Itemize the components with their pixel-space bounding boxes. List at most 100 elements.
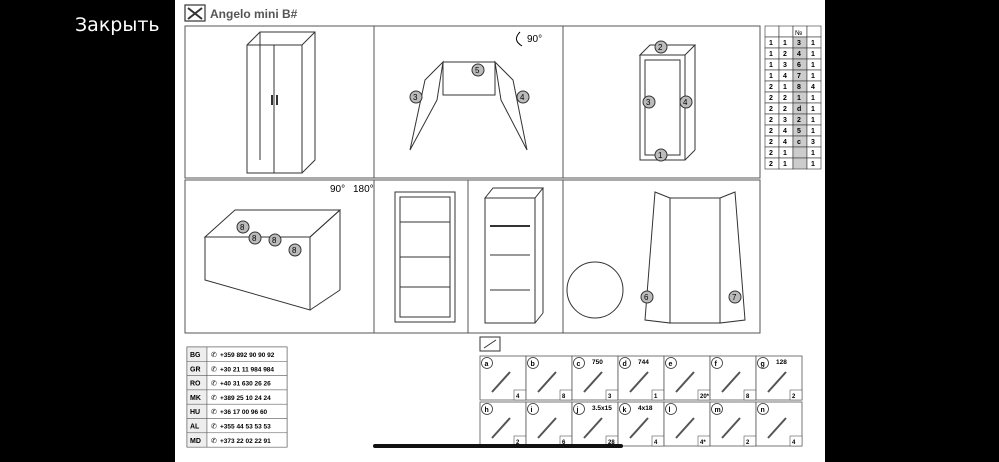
hardware-icon: [491, 417, 511, 439]
hardware-icon: [537, 417, 557, 439]
svg-text:4: 4: [520, 93, 525, 102]
svg-text:6: 6: [644, 293, 649, 302]
hardware-qty: 8: [746, 394, 750, 400]
hardware-letter: c: [577, 361, 581, 368]
parts-cell: 2: [769, 95, 773, 102]
panel-grid: [184, 25, 761, 334]
parts-cell: 1: [811, 73, 815, 80]
parts-cell: 2: [769, 106, 773, 113]
parts-cell: 1: [811, 51, 815, 58]
hardware-qty: 4*: [700, 440, 706, 446]
parts-cell: 2: [769, 150, 773, 157]
parts-cell: 1: [811, 95, 815, 102]
hardware-letter: i: [531, 407, 533, 414]
parts-cell: 2: [769, 84, 773, 91]
hardware-qty: 2: [746, 440, 750, 446]
contact-phone: +355 44 53 53 53: [220, 424, 271, 431]
hardware-letter: a: [485, 361, 489, 368]
parts-cell: d: [797, 106, 801, 113]
home-indicator: [373, 444, 623, 448]
parts-cell: 3: [797, 40, 801, 47]
contact-phone: +40 31 630 26 26: [220, 381, 271, 388]
hardware-spec: 750: [592, 359, 603, 366]
parts-cell: 1: [769, 40, 773, 47]
hardware-icon: [491, 371, 511, 393]
parts-cell: 1: [811, 128, 815, 135]
hardware-spec: 4x18: [638, 405, 653, 412]
hardware-icon: [537, 371, 557, 393]
parts-cell: 4: [783, 128, 787, 135]
parts-cell: 3: [811, 139, 815, 146]
parts-cell: 5: [797, 128, 801, 135]
contact-phone: +359 892 90 90 92: [220, 352, 275, 359]
phone-icon: ✆: [211, 351, 217, 359]
contact-country: GR: [190, 366, 201, 373]
contact-country: BG: [190, 352, 201, 359]
hardware-letter: j: [576, 407, 579, 414]
hardware-letter: g: [761, 361, 765, 368]
contact-phone: +373 22 02 22 91: [220, 438, 271, 445]
svg-text:8: 8: [252, 234, 257, 243]
parts-cell: 2: [769, 139, 773, 146]
parts-cell: 8: [797, 84, 801, 91]
parts-cell: 1: [769, 73, 773, 80]
svg-text:3: 3: [646, 98, 651, 107]
svg-text:8: 8: [272, 236, 277, 245]
step-doors: 6 7: [566, 191, 746, 324]
contact-phone: +36 17 00 96 60: [220, 409, 268, 416]
contact-phone: +30 21 11 984 984: [220, 366, 274, 373]
hardware-spec: 744: [638, 359, 649, 366]
parts-cell: 4: [783, 73, 787, 80]
hardware-letter: d: [623, 361, 627, 368]
phone-icon: ✆: [211, 380, 217, 388]
hardware-letter: m: [715, 407, 721, 414]
step-rod: [483, 187, 545, 324]
parts-cell: 1: [811, 62, 815, 69]
hardware-icon: [583, 371, 603, 393]
parts-cell: 1: [783, 84, 787, 91]
hardware-qty: 20*: [700, 394, 710, 400]
hardware-qty: 1: [654, 394, 658, 400]
hardware-icon: [767, 417, 787, 439]
hardware-icon: [675, 371, 695, 393]
step-sides: 90° 3 4 5: [409, 31, 542, 151]
parts-cell: 6: [797, 62, 801, 69]
parts-header-no: №: [795, 30, 803, 37]
hardware-qty: 4: [792, 440, 796, 446]
hardware-icon: [721, 371, 741, 393]
svg-text:3: 3: [413, 93, 418, 102]
phone-icon: ✆: [211, 408, 217, 416]
hardware-icon: [721, 417, 741, 439]
parts-cell: 1: [811, 40, 815, 47]
hardware-qty: 4: [654, 440, 658, 446]
hardware-spec: 128: [776, 359, 787, 366]
svg-text:8: 8: [292, 246, 297, 255]
svg-text:7: 7: [732, 293, 737, 302]
parts-cell: 2: [797, 117, 801, 124]
step-frame: 2 3 4 1: [638, 40, 697, 162]
hardware-qty: 2: [792, 394, 796, 400]
svg-text:90°: 90°: [330, 184, 345, 195]
hardware-letter: n: [761, 407, 765, 414]
parts-cell: 1: [811, 117, 815, 124]
hardware-icon: [767, 371, 787, 393]
contact-country: MD: [190, 438, 201, 445]
close-button[interactable]: Закрыть: [75, 14, 160, 36]
phone-icon: ✆: [211, 423, 217, 431]
hardware-letter: h: [485, 407, 489, 414]
phone-icon: ✆: [211, 365, 217, 373]
parts-cell: 4: [811, 84, 815, 91]
contact-country: AL: [190, 424, 200, 431]
hardware-letter: l: [669, 407, 671, 414]
parts-cell: 2: [783, 95, 787, 102]
parts-cell: 2: [769, 117, 773, 124]
svg-text:5: 5: [475, 66, 480, 75]
hardware-qty: 3: [608, 394, 612, 400]
tools-icon: [184, 4, 206, 22]
hardware-icon: [629, 417, 649, 439]
svg-text:180°: 180°: [353, 184, 374, 195]
svg-text:90°: 90°: [527, 34, 542, 45]
hardware-letter: f: [715, 361, 718, 368]
